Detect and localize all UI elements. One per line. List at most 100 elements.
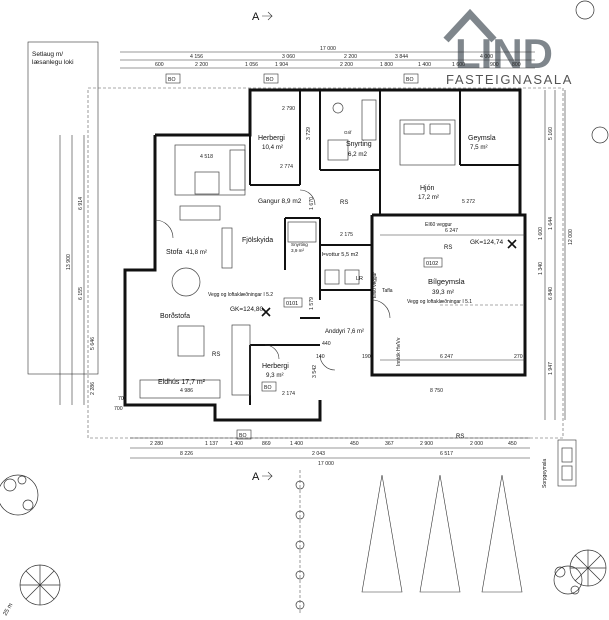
datum-marker [261, 239, 517, 317]
dim-garage-width: 8 750 [430, 388, 443, 394]
garbage-enclosure [557, 439, 577, 487]
dim-label: 1 056 [245, 62, 258, 68]
room-name-herbergi: Herbergi [258, 135, 285, 142]
bottom-dimensions: 2 280 1 137 1 400 869 1 400 450 367 2 90… [130, 437, 530, 467]
bath-fixtures [287, 99, 377, 285]
dim-label: 270 [514, 354, 523, 360]
dim-label: 1 400 [230, 441, 243, 447]
dim-label: 1 400 [290, 441, 303, 447]
note-veggur-west: Vegg og loftaklæðningar I 5.2 [208, 291, 273, 298]
dim-label: 140 [316, 354, 325, 360]
kitchen-island [177, 325, 205, 357]
note-lr: LR [356, 276, 363, 282]
tree-icon [569, 549, 607, 587]
tree-icon [19, 564, 61, 606]
dim-label: 2 774 [280, 164, 293, 170]
setlaug-line1: Setlaug m/ [32, 51, 63, 58]
room-name-herbergi2: Herbergi [262, 363, 289, 370]
logo-sub: FASTEIGNASALA [446, 72, 573, 87]
lind-logo: LIND FASTEIGNASALA [443, 8, 573, 87]
left-dimensions: 13 900 6 914 6 155 5 646 2 286 700 [59, 135, 123, 412]
bo-label: BO [406, 77, 414, 83]
dim-label: 4 518 [200, 154, 213, 160]
dim-label: 6 517 [440, 451, 453, 457]
dim-label: 3 542 [312, 365, 318, 378]
dim-label: 2 175 [340, 232, 353, 238]
rs-label: RS [212, 352, 220, 358]
dim-label: 2 900 [420, 441, 433, 447]
dim-label: 13 900 [66, 254, 72, 270]
dim-label: 6 155 [78, 287, 84, 300]
dining-table [171, 267, 201, 297]
dim-label: 600 [155, 62, 164, 68]
room-area-stofa: 41,8 m² [186, 249, 207, 256]
dim-label: 6 914 [78, 197, 84, 210]
dim-label: 5 272 [462, 199, 475, 205]
dim-label: 450 [350, 441, 359, 447]
note-tafla: Tafla [382, 288, 393, 294]
room-area-snyrting2: 3,9 m² [291, 248, 304, 253]
dim-label: 2 200 [340, 62, 353, 68]
dim-label: 1 670 [309, 197, 315, 210]
room-name-fjolskylda: Fjölskyida [242, 237, 273, 244]
room-name-eldhus: Eldhús 17,7 m² [158, 379, 206, 386]
dim-label: 8 226 [180, 451, 193, 457]
dim-label: 2 200 [344, 54, 357, 60]
dim-label: 1 800 [380, 62, 393, 68]
dim-label: 800 [512, 62, 521, 68]
bo-label: BO [266, 77, 274, 83]
dim-label: 3 844 [395, 54, 408, 60]
dim-garage-inner: 6 247 [440, 354, 453, 360]
note-scale: 25 m [3, 602, 15, 617]
dim-label: 869 [262, 441, 271, 447]
dim-label: 190 [362, 354, 371, 360]
room-name-gangur: Gangur 8,9 m2 [258, 198, 302, 205]
dim-garage-inner: 6 247 [445, 228, 458, 234]
dim-label: 4 000 [480, 54, 493, 60]
room-area-bilgeymsla: 39,3 m² [432, 289, 455, 296]
dim-label: 2 000 [470, 441, 483, 447]
note-veggur-garage: Vegg og loftaklæðningar I 5.1 [407, 298, 472, 305]
dim-label: 2 286 [90, 382, 96, 395]
bed [399, 119, 456, 166]
dim-label: 700 [114, 406, 123, 412]
room-name-stofa: Stofa [166, 249, 182, 256]
dim-total-top: 17 000 [320, 46, 336, 52]
driveway-marks [299, 470, 523, 615]
section-letter-top: A [252, 11, 260, 23]
dim-label: 700 [118, 396, 127, 402]
dim-label: 3 729 [306, 127, 312, 140]
room-area-hjon: 17,2 m² [418, 194, 439, 201]
dim-label: 367 [385, 441, 394, 447]
dim-label: 4 986 [180, 388, 193, 394]
tree-icon [575, 0, 609, 144]
rs-label: RS [456, 434, 464, 440]
dim-label: 1 340 [538, 262, 544, 275]
note-ei60-side: EI60 veggur [372, 272, 378, 298]
tree-icon [553, 565, 583, 595]
note-sorpgeymsla: Sorpgeymsla [542, 459, 548, 488]
section-letter-bottom: A [252, 471, 260, 483]
bo-label: BO [264, 385, 272, 391]
room-name-snyrting2: Snyrting [291, 242, 308, 247]
note-gk-west: GK=124,80 [230, 306, 263, 313]
dim-label: 1 947 [548, 362, 554, 375]
setlaug-line2: læsanlegu loki [32, 59, 74, 66]
room-id-east: 0102 [426, 261, 438, 267]
dim-label: 1 137 [205, 441, 218, 447]
rs-label: RS [340, 200, 348, 206]
dim-total-bottom: 17 000 [318, 461, 334, 467]
dim-label: 3 060 [282, 54, 295, 60]
roof-icon [443, 8, 497, 43]
room-name-geymsla: Geymsla [468, 135, 496, 142]
dim-label: 1 600 [452, 62, 465, 68]
section-mark-bottom: A [252, 471, 273, 483]
room-area-snyrting: 6,2 m2 [348, 151, 367, 158]
dim-label: 5 160 [548, 127, 554, 140]
dim-label: 1 644 [548, 217, 554, 230]
note-gk-east: GK=124,74 [470, 239, 503, 246]
arrow-icon [262, 471, 273, 481]
bo-label: BO [168, 77, 176, 83]
dim-label: 1 600 [538, 227, 544, 240]
